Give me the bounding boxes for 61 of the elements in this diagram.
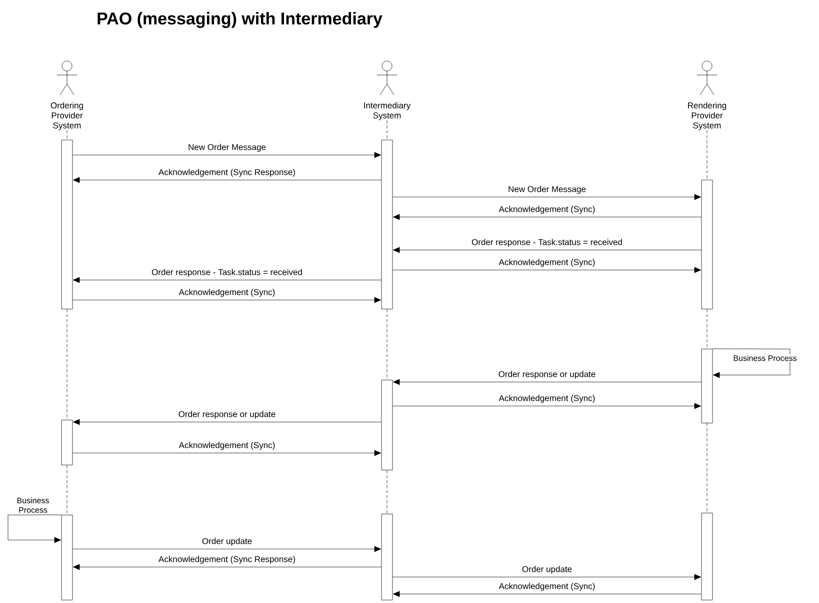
edge-label: Order response - Task.status = received bbox=[150, 268, 304, 278]
activation-bar bbox=[61, 420, 73, 466]
node-label: Intermediary System bbox=[364, 102, 411, 120]
activation-bar bbox=[701, 180, 713, 310]
message-arrow bbox=[392, 194, 701, 200]
message-arrow bbox=[393, 591, 702, 597]
lifeline bbox=[386, 309, 388, 380]
edge-label: Acknowledgement (Sync) bbox=[498, 582, 596, 592]
activation-bar bbox=[701, 348, 713, 424]
edge-label: Order update bbox=[200, 536, 254, 547]
edge-label: Business Process bbox=[732, 354, 798, 362]
edge-label: New Order Message bbox=[507, 184, 587, 195]
edge-label: Acknowledgement (Sync) bbox=[178, 288, 276, 298]
message-arrow bbox=[73, 277, 382, 283]
message-arrow bbox=[73, 564, 382, 570]
edge-label: New Order Message bbox=[187, 142, 267, 153]
message-arrow bbox=[72, 450, 381, 456]
lifeline bbox=[66, 130, 68, 140]
activation-bar bbox=[61, 140, 73, 310]
edge-label: Order response - Task.status = received bbox=[470, 238, 624, 248]
edge-label: Acknowledgement (Sync Response) bbox=[158, 554, 296, 565]
message-arrow bbox=[393, 247, 702, 253]
edge-label: Acknowledgement (Sync) bbox=[178, 440, 276, 451]
lifeline bbox=[386, 120, 388, 140]
actor: Rendering Provider System bbox=[688, 60, 726, 130]
self-message-arrow bbox=[712, 348, 790, 378]
lifeline bbox=[66, 465, 68, 515]
lifeline bbox=[706, 130, 708, 180]
edge-label: Acknowledgement (Sync) bbox=[498, 204, 596, 215]
activation-bar bbox=[61, 514, 73, 600]
edge-label: Order response or update bbox=[177, 410, 277, 420]
node-label: Rendering Provider System bbox=[688, 102, 726, 130]
self-message-arrow bbox=[8, 514, 62, 543]
edge-label: Order response or update bbox=[497, 370, 597, 380]
edge-label: Order update bbox=[520, 564, 574, 575]
message-arrow bbox=[72, 546, 381, 552]
edge-label: Business Process bbox=[17, 497, 49, 513]
node-label: Ordering Provider System bbox=[50, 102, 83, 130]
lifeline bbox=[706, 309, 708, 349]
edge-label: Acknowledgement (Sync) bbox=[498, 394, 596, 404]
message-arrow bbox=[392, 574, 701, 580]
lifeline bbox=[386, 470, 388, 514]
title: PAO (messaging) with Intermediary bbox=[98, 12, 382, 28]
message-arrow bbox=[393, 214, 702, 220]
actor: Intermediary System bbox=[364, 60, 411, 120]
message-arrow bbox=[72, 152, 381, 158]
activation-bar bbox=[381, 140, 393, 310]
lifeline bbox=[66, 309, 68, 420]
message-arrow bbox=[393, 379, 702, 385]
lifeline bbox=[706, 423, 708, 513]
message-arrow bbox=[73, 177, 382, 183]
edge-label: Acknowledgement (Sync) bbox=[498, 258, 596, 268]
message-arrow bbox=[392, 267, 701, 273]
message-arrow bbox=[73, 419, 382, 425]
message-arrow bbox=[392, 403, 701, 409]
actor: Ordering Provider System bbox=[50, 60, 83, 130]
activation-bar bbox=[701, 512, 713, 600]
edge-label: Acknowledgement (Sync Response) bbox=[158, 168, 296, 178]
message-arrow bbox=[72, 297, 381, 303]
activation-bar bbox=[381, 514, 393, 600]
activation-bar bbox=[381, 380, 393, 470]
